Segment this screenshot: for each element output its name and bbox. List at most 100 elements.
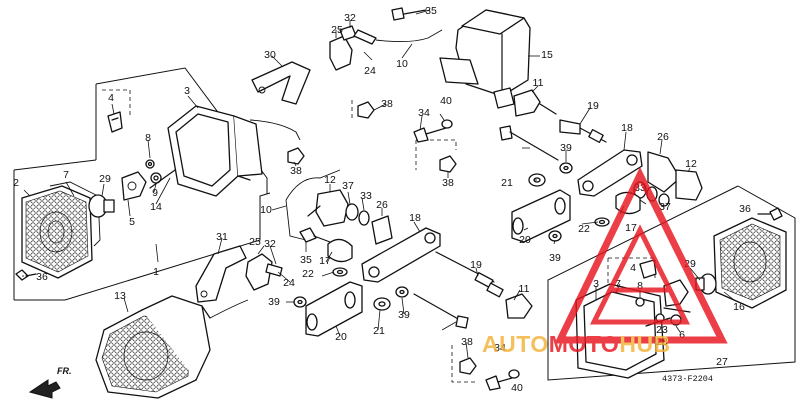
callout-37-right: 37 [659,201,671,213]
washer-40-top [441,119,453,129]
callout-12-top: 12 [685,158,697,170]
callout-16: 16 [733,301,745,313]
screw-36-right [757,207,783,221]
screw-36-left [15,269,37,281]
callout-2: 2 [13,177,19,189]
callout-29-rear: 29 [684,258,696,270]
callout-20-right: 20 [519,234,531,246]
watermark-logo: AUTOMOTOHUB [482,167,728,357]
wire-front-left [249,119,301,141]
bolt-35-mid [299,227,331,243]
callout-4: 4 [108,92,114,104]
callout-10-top: 10 [396,58,408,70]
callout-22-right: 22 [578,223,590,235]
callout-23: 23 [656,324,668,336]
callout-1: 1 [153,266,159,278]
callout-25-mid: 25 [249,236,261,248]
callout-32-top: 32 [344,12,356,24]
collar-33-mid [358,210,370,226]
stud-19-left [435,251,504,298]
socket-32-top [339,25,443,45]
callout-37-mid: 37 [342,180,354,192]
callout-6: 6 [679,329,685,341]
reflector-12-right [675,169,703,201]
watermark-text: AUTOMOTOHUB [482,331,671,357]
nut-38-left [287,147,305,165]
callout-40-top: 40 [440,95,452,107]
callout-4-rear: 4 [630,262,636,274]
bracket-31 [195,245,247,303]
callout-17-right: 17 [625,222,637,234]
washer-39-right-lower [548,230,562,242]
nut-38-mid [439,155,457,173]
front-direction-arrow-icon [28,379,61,399]
callout-36-left: 36 [36,271,48,283]
socket-11-top [513,89,557,117]
housing-front-left [167,105,263,197]
callout-39-right: 39 [560,142,572,154]
callout-20-left: 20 [335,331,347,343]
callout-40-bottom: 40 [511,382,523,394]
callout-19-mid: 19 [470,259,482,271]
callout-19-top: 19 [587,100,599,112]
callout-15: 15 [541,49,553,61]
callout-26-mid: 26 [376,199,388,211]
callout-17-mid: 17 [319,255,331,267]
damper-17-mid [327,238,353,263]
callout-11-mid: 11 [519,283,530,295]
bolt-41-top [499,125,559,161]
callout-30: 30 [264,49,276,61]
callout-7-rear: 7 [615,278,621,290]
clip-4-rear [639,259,657,279]
callout-5: 5 [129,216,135,228]
nut-11-lower [505,293,533,319]
callout-22-mid: 22 [302,268,314,280]
callout-36-right: 36 [739,203,751,215]
washer-39-right [559,162,573,174]
front-direction-label: FR. [57,366,72,376]
callout-3-rear: 3 [593,278,599,290]
housing-front-lower [141,295,249,381]
washer-8-rear [635,297,645,307]
callout-39-right-lower: 39 [549,252,561,264]
callout-27: 27 [716,356,728,368]
callout-35-mid: 35 [300,254,312,266]
washer-21-left [373,297,391,311]
bolt-34-bottom [485,375,513,391]
callout-8-rear: 8 [637,280,643,292]
bolt-41-left [413,293,469,329]
callout-39-mid: 39 [398,309,410,321]
callout-9: 9 [152,187,158,199]
spacer-20-left [305,281,363,337]
housing-rear-right [575,283,691,379]
callout-8: 8 [145,132,151,144]
callout-38-bottom: 38 [461,336,473,348]
callout-11-top: 11 [533,77,544,89]
tail-light-15 [439,9,531,109]
callout-26-top: 26 [657,131,669,143]
leader-lines [22,9,735,359]
rubber-25-mid [245,253,283,291]
drawing-code: 4373-F2204 [662,374,713,384]
callout-38-top: 38 [381,98,393,110]
callout-13: 13 [114,290,126,302]
reflector-12-mid [307,189,349,227]
callout-35-top: 35 [425,5,437,17]
bolt-35-top [391,7,427,21]
washer-22-mid [332,267,348,277]
callout-29: 29 [99,173,111,185]
collar-37-right [658,193,670,207]
callout-34-bottom: 34 [494,342,506,354]
callout-33-right: 33 [634,182,646,194]
callout-12-mid: 12 [324,174,336,186]
callout-24-top: 24 [364,65,376,77]
bulb-front-left [88,194,115,218]
clamp-26-mid [371,215,393,245]
nut-38-bottom [459,357,477,375]
washer-40-bottom [508,369,520,379]
callout-33-mid: 33 [360,190,372,202]
callout-21-right: 21 [501,177,513,189]
callout-25-top: 25 [331,24,343,36]
callout-32-mid: 32 [264,238,276,250]
washer-39-left [395,286,409,298]
